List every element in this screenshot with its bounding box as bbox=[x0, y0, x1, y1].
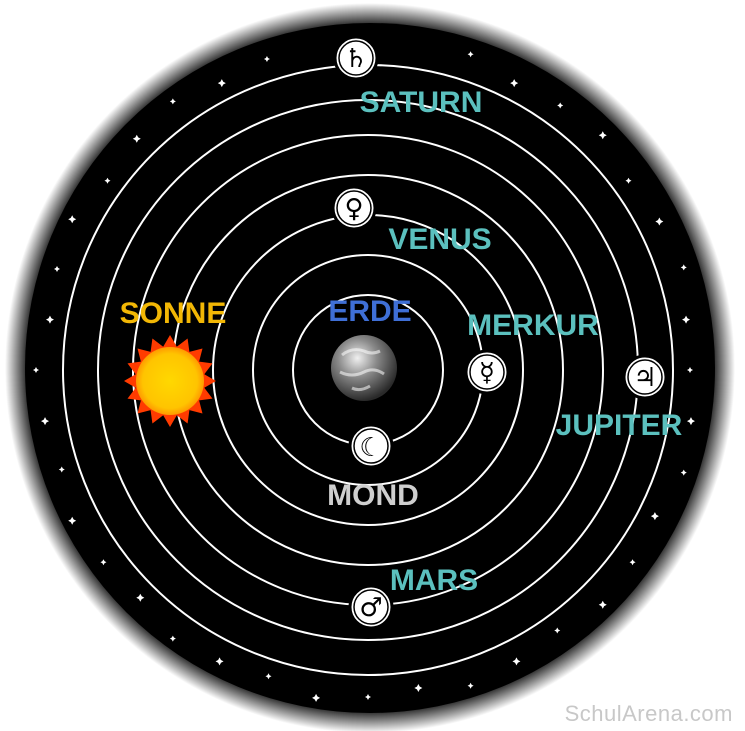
venus-label: VENUS bbox=[388, 223, 491, 256]
venus-marker: ♀ bbox=[333, 187, 375, 229]
earth bbox=[331, 335, 397, 401]
sonne-label: SONNE bbox=[120, 297, 227, 330]
merkur-label: MERKUR bbox=[467, 309, 599, 342]
saturn-label: SATURN bbox=[360, 86, 483, 119]
moon-icon: ☾ bbox=[359, 433, 382, 463]
watermark: SchulArena.com bbox=[565, 701, 733, 727]
jupiter-icon: ♃ bbox=[633, 363, 656, 393]
erde-label: ERDE bbox=[328, 295, 411, 328]
earth-globe bbox=[331, 335, 397, 401]
saturn-marker: ♄ bbox=[335, 37, 377, 79]
sun bbox=[124, 335, 216, 427]
mars-icon: ♂ bbox=[359, 593, 382, 623]
venus-icon: ♀ bbox=[344, 194, 363, 224]
mond-label: MOND bbox=[327, 479, 419, 512]
mars-marker: ♂ bbox=[350, 586, 392, 628]
mars-label: MARS bbox=[390, 564, 478, 597]
jupiter-label: JUPITER bbox=[556, 409, 683, 442]
mercury-icon: ☿ bbox=[479, 358, 495, 388]
mercury-marker: ☿ bbox=[466, 351, 508, 393]
jupiter-marker: ♃ bbox=[624, 356, 666, 398]
sun-disc bbox=[136, 347, 204, 415]
saturn-icon: ♄ bbox=[344, 44, 367, 74]
moon-marker: ☾ bbox=[350, 425, 392, 467]
